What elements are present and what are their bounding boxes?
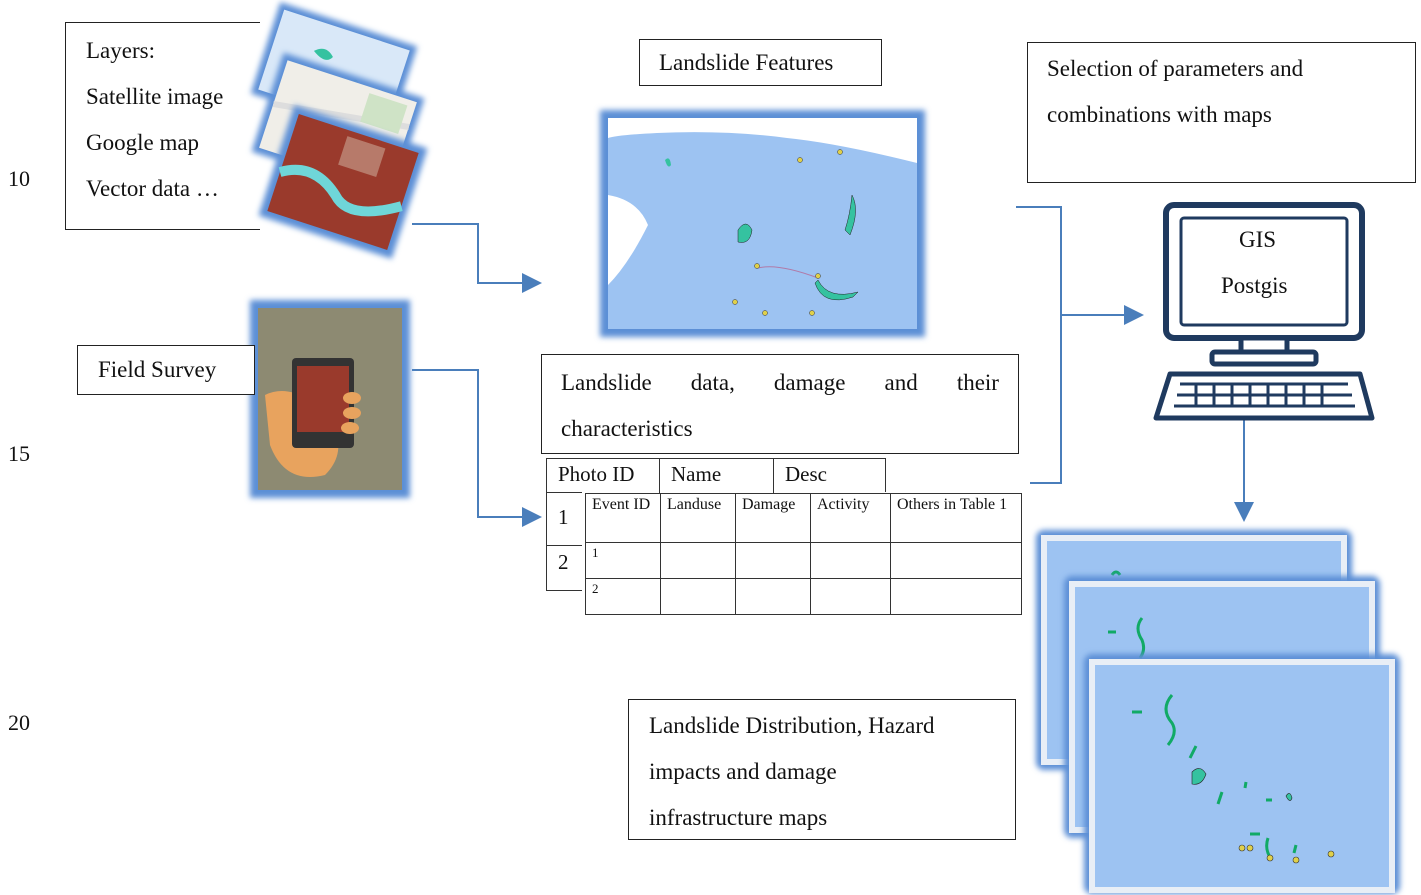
header-photo-id: Photo ID (558, 462, 635, 486)
postgis-label: Postgis (1221, 273, 1288, 298)
sub-row-id-2: 2 (585, 578, 661, 615)
line-number-15: 15 (8, 441, 30, 466)
field-survey-box: Field Survey (77, 345, 255, 395)
layer-item-satellite: Satellite image (86, 84, 224, 109)
landslide-data-line2: characteristics (561, 416, 693, 441)
selection-line2: combinations with maps (1047, 102, 1272, 127)
arrow-to-gis (1016, 206, 1140, 484)
layer-item-google-map: Google map (86, 130, 200, 155)
photo-table-header: Photo ID Name Desc (546, 458, 886, 493)
sub-header-others: Others in Table 1 (890, 493, 1022, 543)
sub-header-activity: Activity (810, 493, 891, 543)
landslide-data-box: Landslide data, damage and their charact… (541, 354, 1019, 454)
distribution-line1: Landslide Distribution, Hazard (649, 713, 935, 738)
gis-label: GIS (1239, 227, 1277, 252)
line-number-10: 10 (8, 166, 30, 191)
header-name: Name (671, 462, 722, 486)
layers-box (65, 22, 260, 230)
word-and: and (884, 370, 918, 395)
sub-table-header-row: Event ID Landuse Damage Activity Others … (585, 493, 1022, 543)
line-number-20: 20 (8, 710, 30, 735)
selection-box: Selection of parameters and combinations… (1027, 42, 1416, 183)
distribution-line2: impacts and damage (649, 759, 837, 784)
field-survey-label: Field Survey (98, 357, 217, 382)
word-their: their (956, 370, 999, 395)
arrow-survey-to-table (412, 369, 542, 527)
landslide-features-box: Landslide Features (639, 39, 882, 86)
layer-satellite-image (258, 105, 428, 259)
distribution-box: Landslide Distribution, Hazard impacts a… (628, 699, 1016, 840)
layers-title: Layers: (86, 38, 155, 63)
table-row: 1 (585, 542, 1022, 579)
arrow-layers-to-features (412, 223, 542, 293)
sub-header-damage: Damage (735, 493, 811, 543)
layer-item-vector-data: Vector data … (86, 176, 219, 201)
distribution-line3: infrastructure maps (649, 805, 828, 830)
row-id-2: 2 (558, 550, 569, 574)
output-map-front (1084, 654, 1400, 894)
landslide-data-line1: Landslide data, damage and their (561, 360, 999, 406)
word-landslide: Landslide (561, 370, 652, 395)
landslide-features-label: Landslide Features (659, 50, 834, 75)
sub-header-event-id: Event ID (585, 493, 661, 543)
header-desc: Desc (785, 462, 827, 486)
table-row: 2 (585, 578, 1022, 615)
selection-line1: Selection of parameters and (1047, 56, 1304, 81)
word-data: data, (690, 370, 735, 395)
row-id-1: 1 (558, 505, 569, 529)
word-damage: damage (773, 370, 846, 395)
sub-table: Event ID Landuse Damage Activity Others … (585, 493, 1022, 615)
